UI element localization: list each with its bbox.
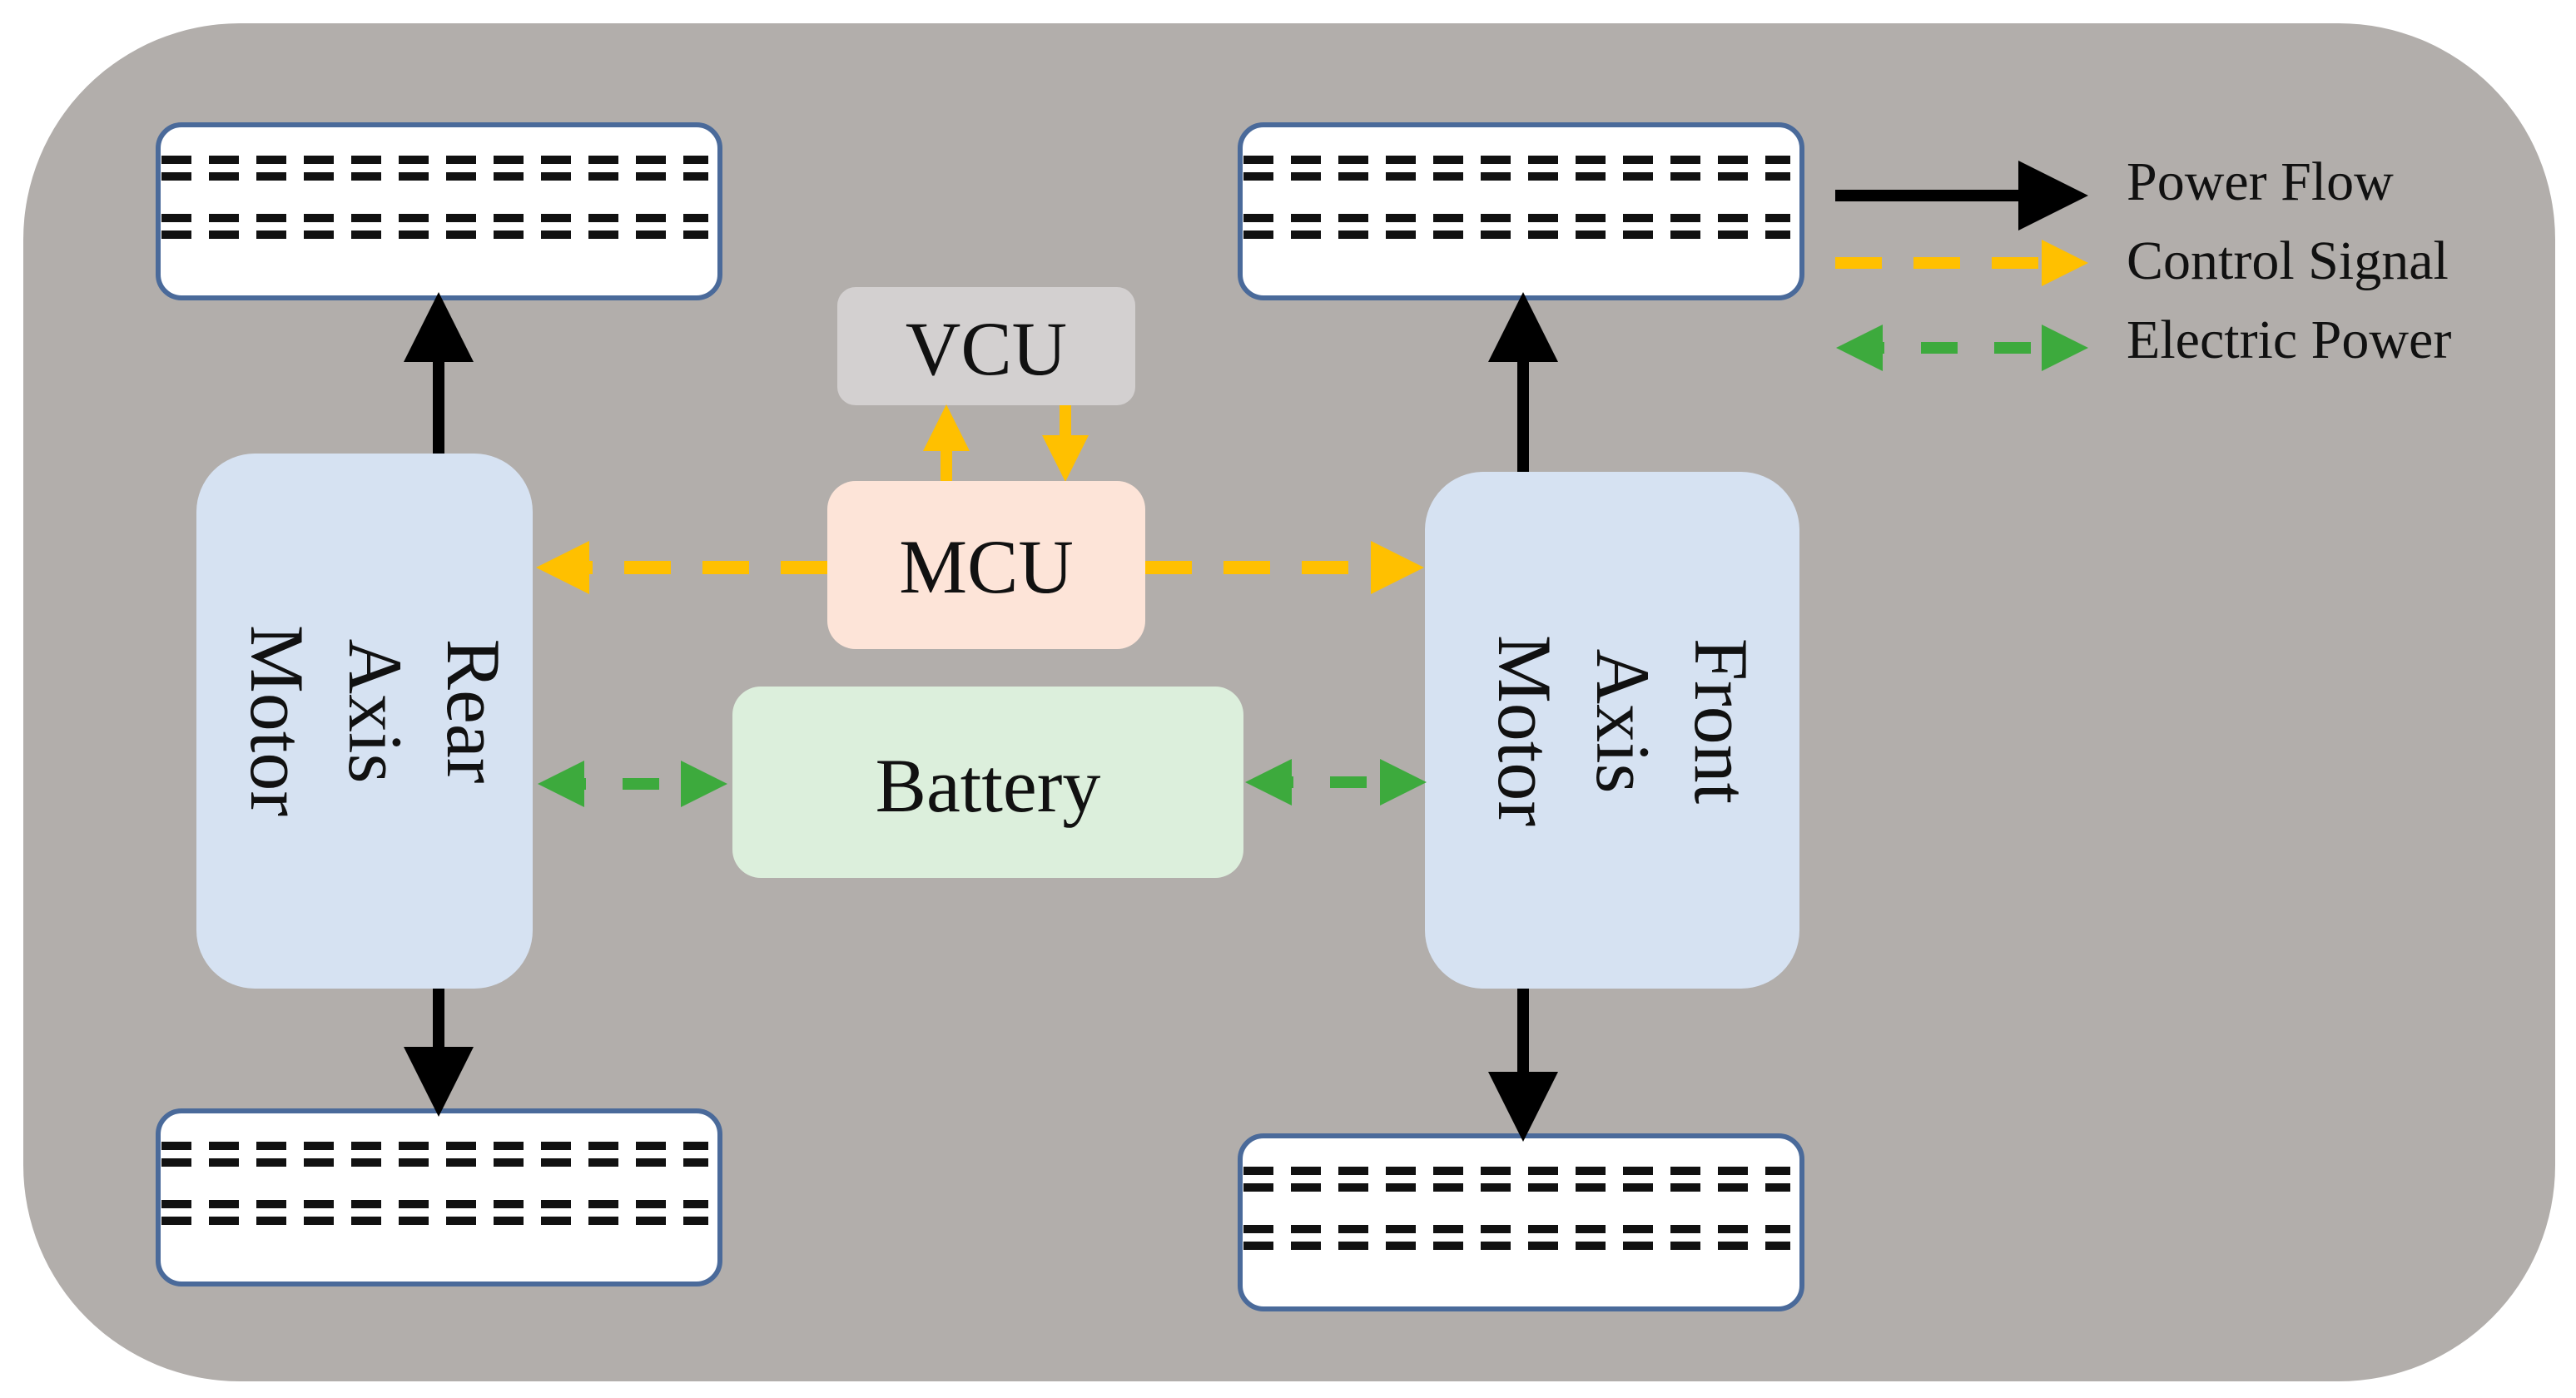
vcu-box: [837, 287, 1135, 405]
wheel-rear-top: [156, 122, 722, 300]
rear-axis-motor-box: [196, 454, 533, 989]
wheel-body: [156, 1108, 722, 1286]
front-axis-motor-label: Front Axis Motor: [1482, 635, 1764, 826]
mcu-box: [827, 481, 1145, 649]
legend-electric-power-label: Electric Power: [2127, 310, 2451, 370]
mcu-label: MCU: [899, 524, 1074, 609]
legend-power-flow-label: Power Flow: [2127, 151, 2394, 212]
vcu-label: VCU: [906, 306, 1067, 391]
wheel-body: [1238, 122, 1804, 300]
front-axis-motor-box: [1425, 472, 1799, 989]
wheel-body: [156, 122, 722, 300]
wheel-body: [1238, 1133, 1804, 1311]
legend: Power Flow Control Signal Electric Power: [1835, 151, 2451, 371]
wheel-front-bottom: [1238, 1133, 1804, 1311]
wheel-front-top: [1238, 122, 1804, 300]
rear-axis-motor-label: Rear Axis Motor: [235, 625, 516, 816]
legend-control-signal-label: Control Signal: [2127, 231, 2449, 291]
wheel-rear-bottom: [156, 1108, 722, 1286]
battery-label: Battery: [876, 743, 1101, 828]
battery-box: [732, 687, 1243, 878]
